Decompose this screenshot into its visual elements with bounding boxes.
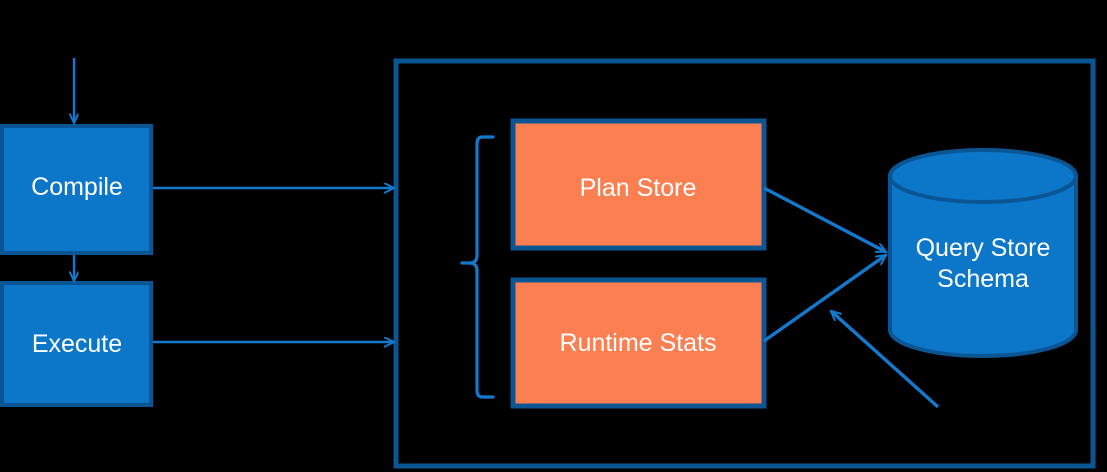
execute-box[interactable] [0,281,153,407]
runtime-stats-box[interactable] [510,277,767,409]
arrow-plan-store-to-schema [763,186,886,254]
arrow-runtime-stats-to-schema [763,253,886,343]
arrow-external-to-schema [831,311,940,409]
query-store-schema-cylinder[interactable] [888,148,1078,358]
plan-store-box[interactable] [510,118,767,251]
compile-box[interactable] [0,124,153,255]
query-store-container [393,58,1096,469]
grouping-brace-icon [460,135,495,399]
